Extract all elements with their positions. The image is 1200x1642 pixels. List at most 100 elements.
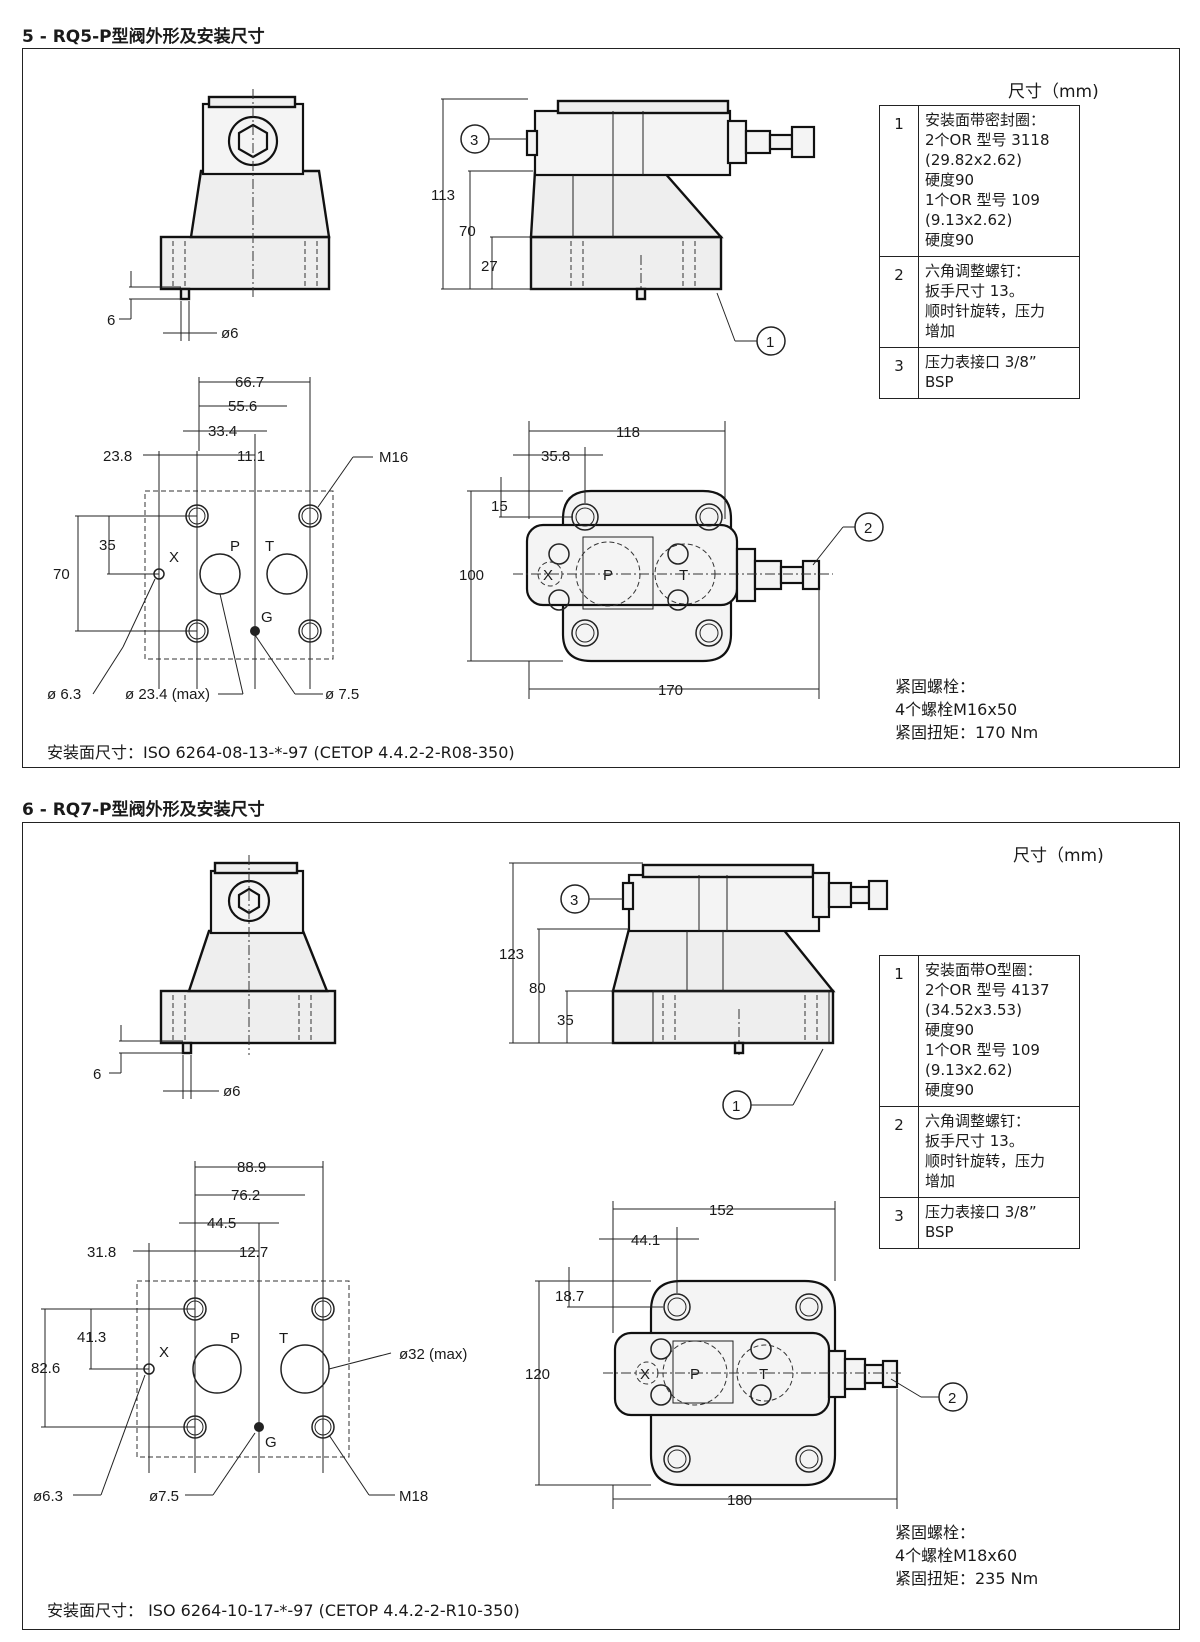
- dim-h-total: 113: [431, 187, 455, 204]
- legend-num: 1: [879, 105, 919, 257]
- dim-h-total: 123: [499, 946, 524, 963]
- hole-g-label: ø7.5: [149, 1488, 179, 1505]
- port-g: G: [265, 1434, 277, 1451]
- section-title: 5 - RQ5-P型阀外形及安装尺寸: [22, 27, 265, 47]
- dim-top-h: 120: [525, 1366, 550, 1383]
- dim-top-v15: 15: [491, 498, 508, 515]
- mounting-pattern: X P T G 66.7 55.6 33.4 23.8 11.1 70: [47, 374, 408, 703]
- legend-num: 3: [879, 347, 919, 399]
- legend-desc: 压力表接口 3/8” BSP: [918, 1197, 1080, 1249]
- top-view: X P T 118 35.8 100 15 170: [459, 421, 884, 699]
- top-port-p: P: [690, 1366, 700, 1383]
- dim-top-h: 100: [459, 567, 484, 584]
- dim-w-66: 88.9: [237, 1159, 266, 1176]
- diagram-rq5: 6 ø6: [47, 89, 884, 703]
- dim-v-35: 41.3: [77, 1329, 106, 1346]
- legend-line: 硬度90: [925, 1021, 975, 1039]
- bolt-line: 4个螺栓M16x50: [895, 700, 1018, 719]
- section-title: 6 - RQ7-P型阀外形及安装尺寸: [22, 800, 265, 820]
- legend-line: 2个OR 型号 4137: [925, 981, 1050, 999]
- bolt-line: 紧固扭矩：170 Nm: [895, 723, 1039, 742]
- legend-line: 硬度90: [925, 1081, 975, 1099]
- dim-w-23: 31.8: [87, 1244, 116, 1261]
- dim-top-w2: 44.1: [631, 1232, 660, 1249]
- callout-3: 3: [570, 892, 578, 909]
- legend-line: (9.13x2.62): [925, 1061, 1013, 1079]
- legend-line: (29.82x2.62): [925, 151, 1022, 169]
- front-view: 6 ø6: [107, 89, 331, 342]
- legend-line: BSP: [925, 373, 954, 391]
- hole-p-label: ø 23.4 (max): [125, 686, 210, 703]
- legend-line: 安装面带密封圈：: [925, 111, 1046, 129]
- dim-top-w: 118: [616, 424, 640, 441]
- hole-g-label: ø 7.5: [325, 686, 359, 703]
- unit-label: 尺寸（mm): [1008, 82, 1099, 102]
- thread-label: M16: [379, 449, 408, 466]
- mounting-surface-spec: 安装面尺寸： ISO 6264-10-17-*-97 (CETOP 4.4.2-…: [47, 1601, 520, 1620]
- callout-2: 2: [948, 1390, 956, 1407]
- legend-desc: 六角调整螺钉： 扳手尺寸 13。 顺时针旋转，压力 增加: [918, 1106, 1080, 1198]
- dim-h-mid: 80: [529, 980, 546, 997]
- legend-line: BSP: [925, 1223, 954, 1241]
- dim-pin-height: 6: [93, 1066, 101, 1083]
- legend-num: 1: [879, 955, 919, 1107]
- port-p: P: [230, 538, 240, 555]
- legend-line: 1个OR 型号 109: [925, 1041, 1040, 1059]
- legend-table: 1 安装面带O型圈： 2个OR 型号 4137 (34.52x3.53) 硬度9…: [879, 955, 1080, 1249]
- legend-line: 扳手尺寸 13。: [925, 282, 1024, 300]
- legend-line: 顺时针旋转，压力: [925, 302, 1046, 320]
- bolt-line: 紧固螺栓：: [895, 1523, 976, 1542]
- legend-line: 安装面带O型圈：: [925, 961, 1042, 979]
- side-view: 123 80 35 3 1: [499, 862, 889, 1120]
- mounting-pattern: X P T G 88.9 76.2 44.5 31.8 12.7 82.6 41…: [31, 1159, 467, 1505]
- dim-top-v15: 18.7: [555, 1288, 584, 1305]
- side-view: 113 70 27 3 1: [431, 98, 816, 356]
- legend-line: 压力表接口 3/8”: [925, 1203, 1037, 1221]
- dim-w-55: 76.2: [231, 1187, 260, 1204]
- drawing-frame: 尺寸（mm) 6 ø6: [22, 48, 1180, 768]
- legend-row: 3 压力表接口 3/8” BSP: [879, 1197, 1080, 1249]
- unit-label: 尺寸（mm): [1013, 846, 1104, 866]
- dim-w-55: 55.6: [228, 398, 257, 415]
- bolt-spec: 紧固螺栓： 4个螺栓M16x50 紧固扭矩：170 Nm: [895, 675, 1038, 744]
- legend-desc: 安装面带密封圈： 2个OR 型号 3118 (29.82x2.62) 硬度90 …: [918, 105, 1080, 257]
- legend-row: 2 六角调整螺钉： 扳手尺寸 13。 顺时针旋转，压力 增加: [879, 256, 1080, 348]
- dim-top-w2: 35.8: [541, 448, 570, 465]
- legend-desc: 安装面带O型圈： 2个OR 型号 4137 (34.52x3.53) 硬度90 …: [918, 955, 1080, 1107]
- diagram-rq7: 6 ø6: [31, 855, 968, 1509]
- legend-row: 1 安装面带密封圈： 2个OR 型号 3118 (29.82x2.62) 硬度9…: [879, 105, 1080, 257]
- dim-w-33: 33.4: [208, 423, 237, 440]
- legend-line: 硬度90: [925, 231, 975, 249]
- top-port-p: P: [603, 567, 613, 584]
- dim-v-70: 82.6: [31, 1360, 60, 1377]
- dim-top-wt: 170: [658, 682, 683, 699]
- hole-x-label: ø6.3: [33, 1488, 63, 1505]
- top-view: X P T 152 44.1 120 18.7 1: [525, 1201, 968, 1509]
- dim-pin-dia: ø6: [221, 325, 239, 342]
- legend-line: 顺时针旋转，压力: [925, 1152, 1046, 1170]
- dim-top-wt: 180: [727, 1492, 752, 1509]
- dim-w-11: 11.1: [237, 448, 265, 465]
- legend-line: 六角调整螺钉：: [925, 1112, 1031, 1130]
- legend-line: (34.52x3.53): [925, 1001, 1022, 1019]
- bolt-line: 4个螺栓M18x60: [895, 1546, 1018, 1565]
- top-port-t: T: [759, 1366, 768, 1383]
- hole-p-label: ø32 (max): [399, 1346, 467, 1363]
- legend-num: 2: [879, 1106, 919, 1198]
- dim-w-33: 44.5: [207, 1215, 236, 1232]
- dim-w-23: 23.8: [103, 448, 132, 465]
- dim-w-66: 66.7: [235, 374, 264, 391]
- legend-line: (9.13x2.62): [925, 211, 1013, 229]
- bolt-line: 紧固螺栓：: [895, 677, 976, 696]
- legend-line: 增加: [925, 322, 956, 340]
- callout-1: 1: [732, 1098, 740, 1115]
- dim-v-35: 35: [99, 537, 116, 554]
- legend-line: 2个OR 型号 3118: [925, 131, 1050, 149]
- thread-label: M18: [399, 1488, 428, 1505]
- bolt-line: 紧固扭矩：235 Nm: [895, 1569, 1039, 1588]
- drawing-frame: 尺寸（mm) 6 ø6: [22, 822, 1180, 1630]
- top-port-x: X: [640, 1366, 650, 1383]
- legend-num: 3: [879, 1197, 919, 1249]
- dim-v-70: 70: [53, 566, 70, 583]
- legend-num: 2: [879, 256, 919, 348]
